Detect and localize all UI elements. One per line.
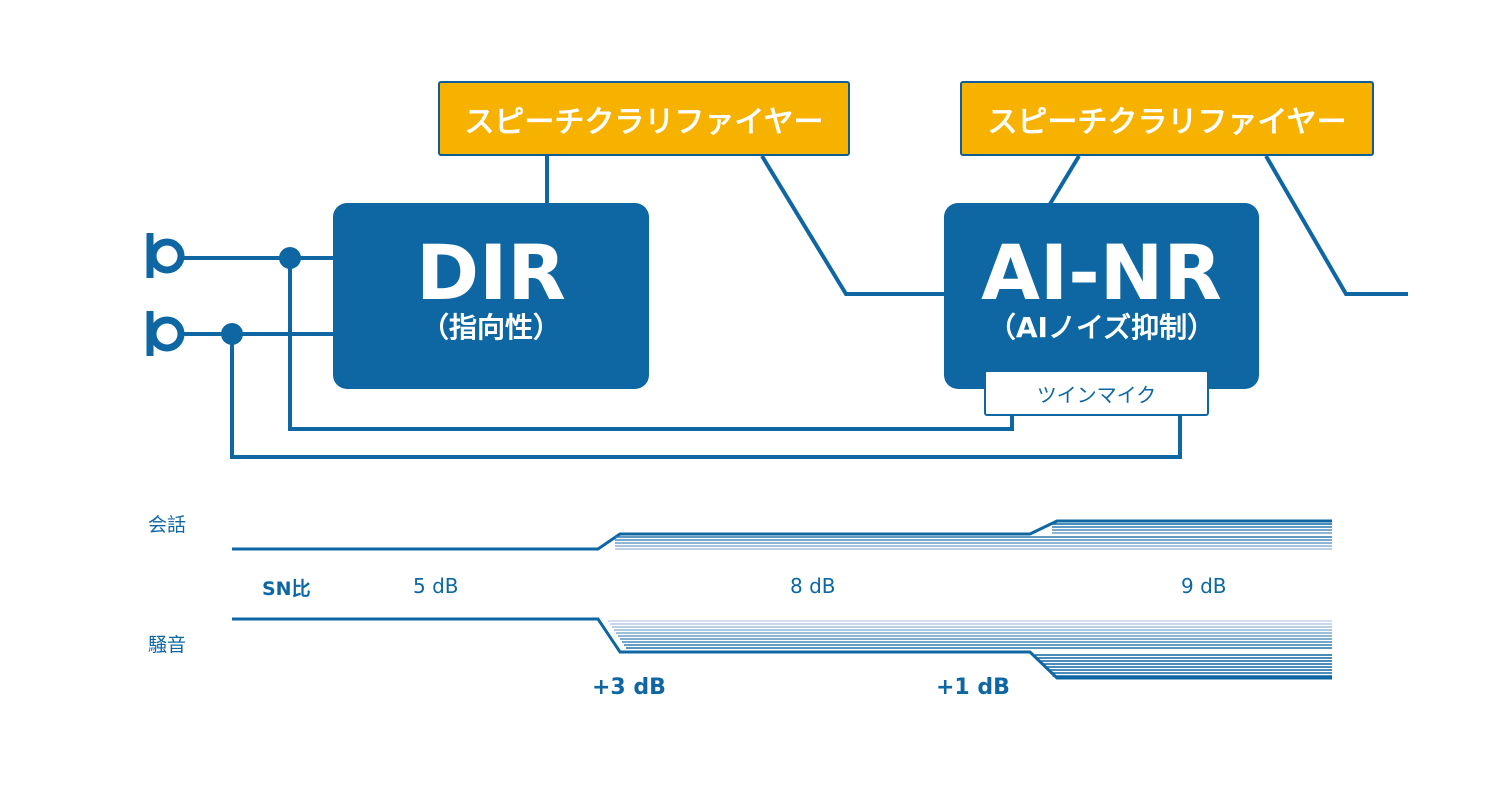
sn-value-1: 5 dB: [413, 574, 459, 598]
speech-clarifier-label: スピーチクラリファイヤー: [987, 104, 1347, 140]
dir-subtitle: （指向性）: [420, 311, 561, 344]
clarifier-connectors: [545, 154, 1408, 296]
sn-value-3: 9 dB: [1181, 574, 1227, 598]
sn-ratio-label: SN比: [262, 578, 311, 600]
microphone-icon: [146, 311, 185, 356]
speech-label: 会話: [148, 514, 187, 536]
junction-dot: [221, 323, 243, 345]
noise-level-line: [232, 617, 1332, 680]
noise-reduction-lines: [608, 620, 1332, 677]
input-lines: [181, 256, 1182, 459]
improvement-1: +3 dB: [592, 675, 666, 700]
twin-mic-text: ツインマイク: [1036, 382, 1157, 407]
speech-level-line: [232, 519, 1332, 551]
twin-mic-label: ツインマイク: [984, 370, 1209, 416]
speech-clarifier-box-1: スピーチクラリファイヤー: [438, 81, 850, 156]
speech-clarifier-label: スピーチクラリファイヤー: [464, 104, 824, 140]
speech-improvement-lines: [615, 523, 1332, 550]
speech-clarifier-box-2: スピーチクラリファイヤー: [960, 81, 1374, 156]
noise-label: 騒音: [148, 634, 187, 656]
ainr-block: AI-NR （AIノイズ抑制）: [944, 203, 1259, 389]
improvement-2: +1 dB: [936, 675, 1010, 700]
junction-dot: [279, 247, 301, 269]
dir-block: DIR （指向性）: [333, 203, 649, 389]
ainr-subtitle: （AIノイズ抑制）: [987, 311, 1216, 344]
ainr-title: AI-NR: [981, 228, 1222, 317]
microphone-icon: [146, 233, 185, 278]
sn-value-2: 8 dB: [790, 574, 836, 598]
dir-title: DIR: [416, 228, 566, 317]
